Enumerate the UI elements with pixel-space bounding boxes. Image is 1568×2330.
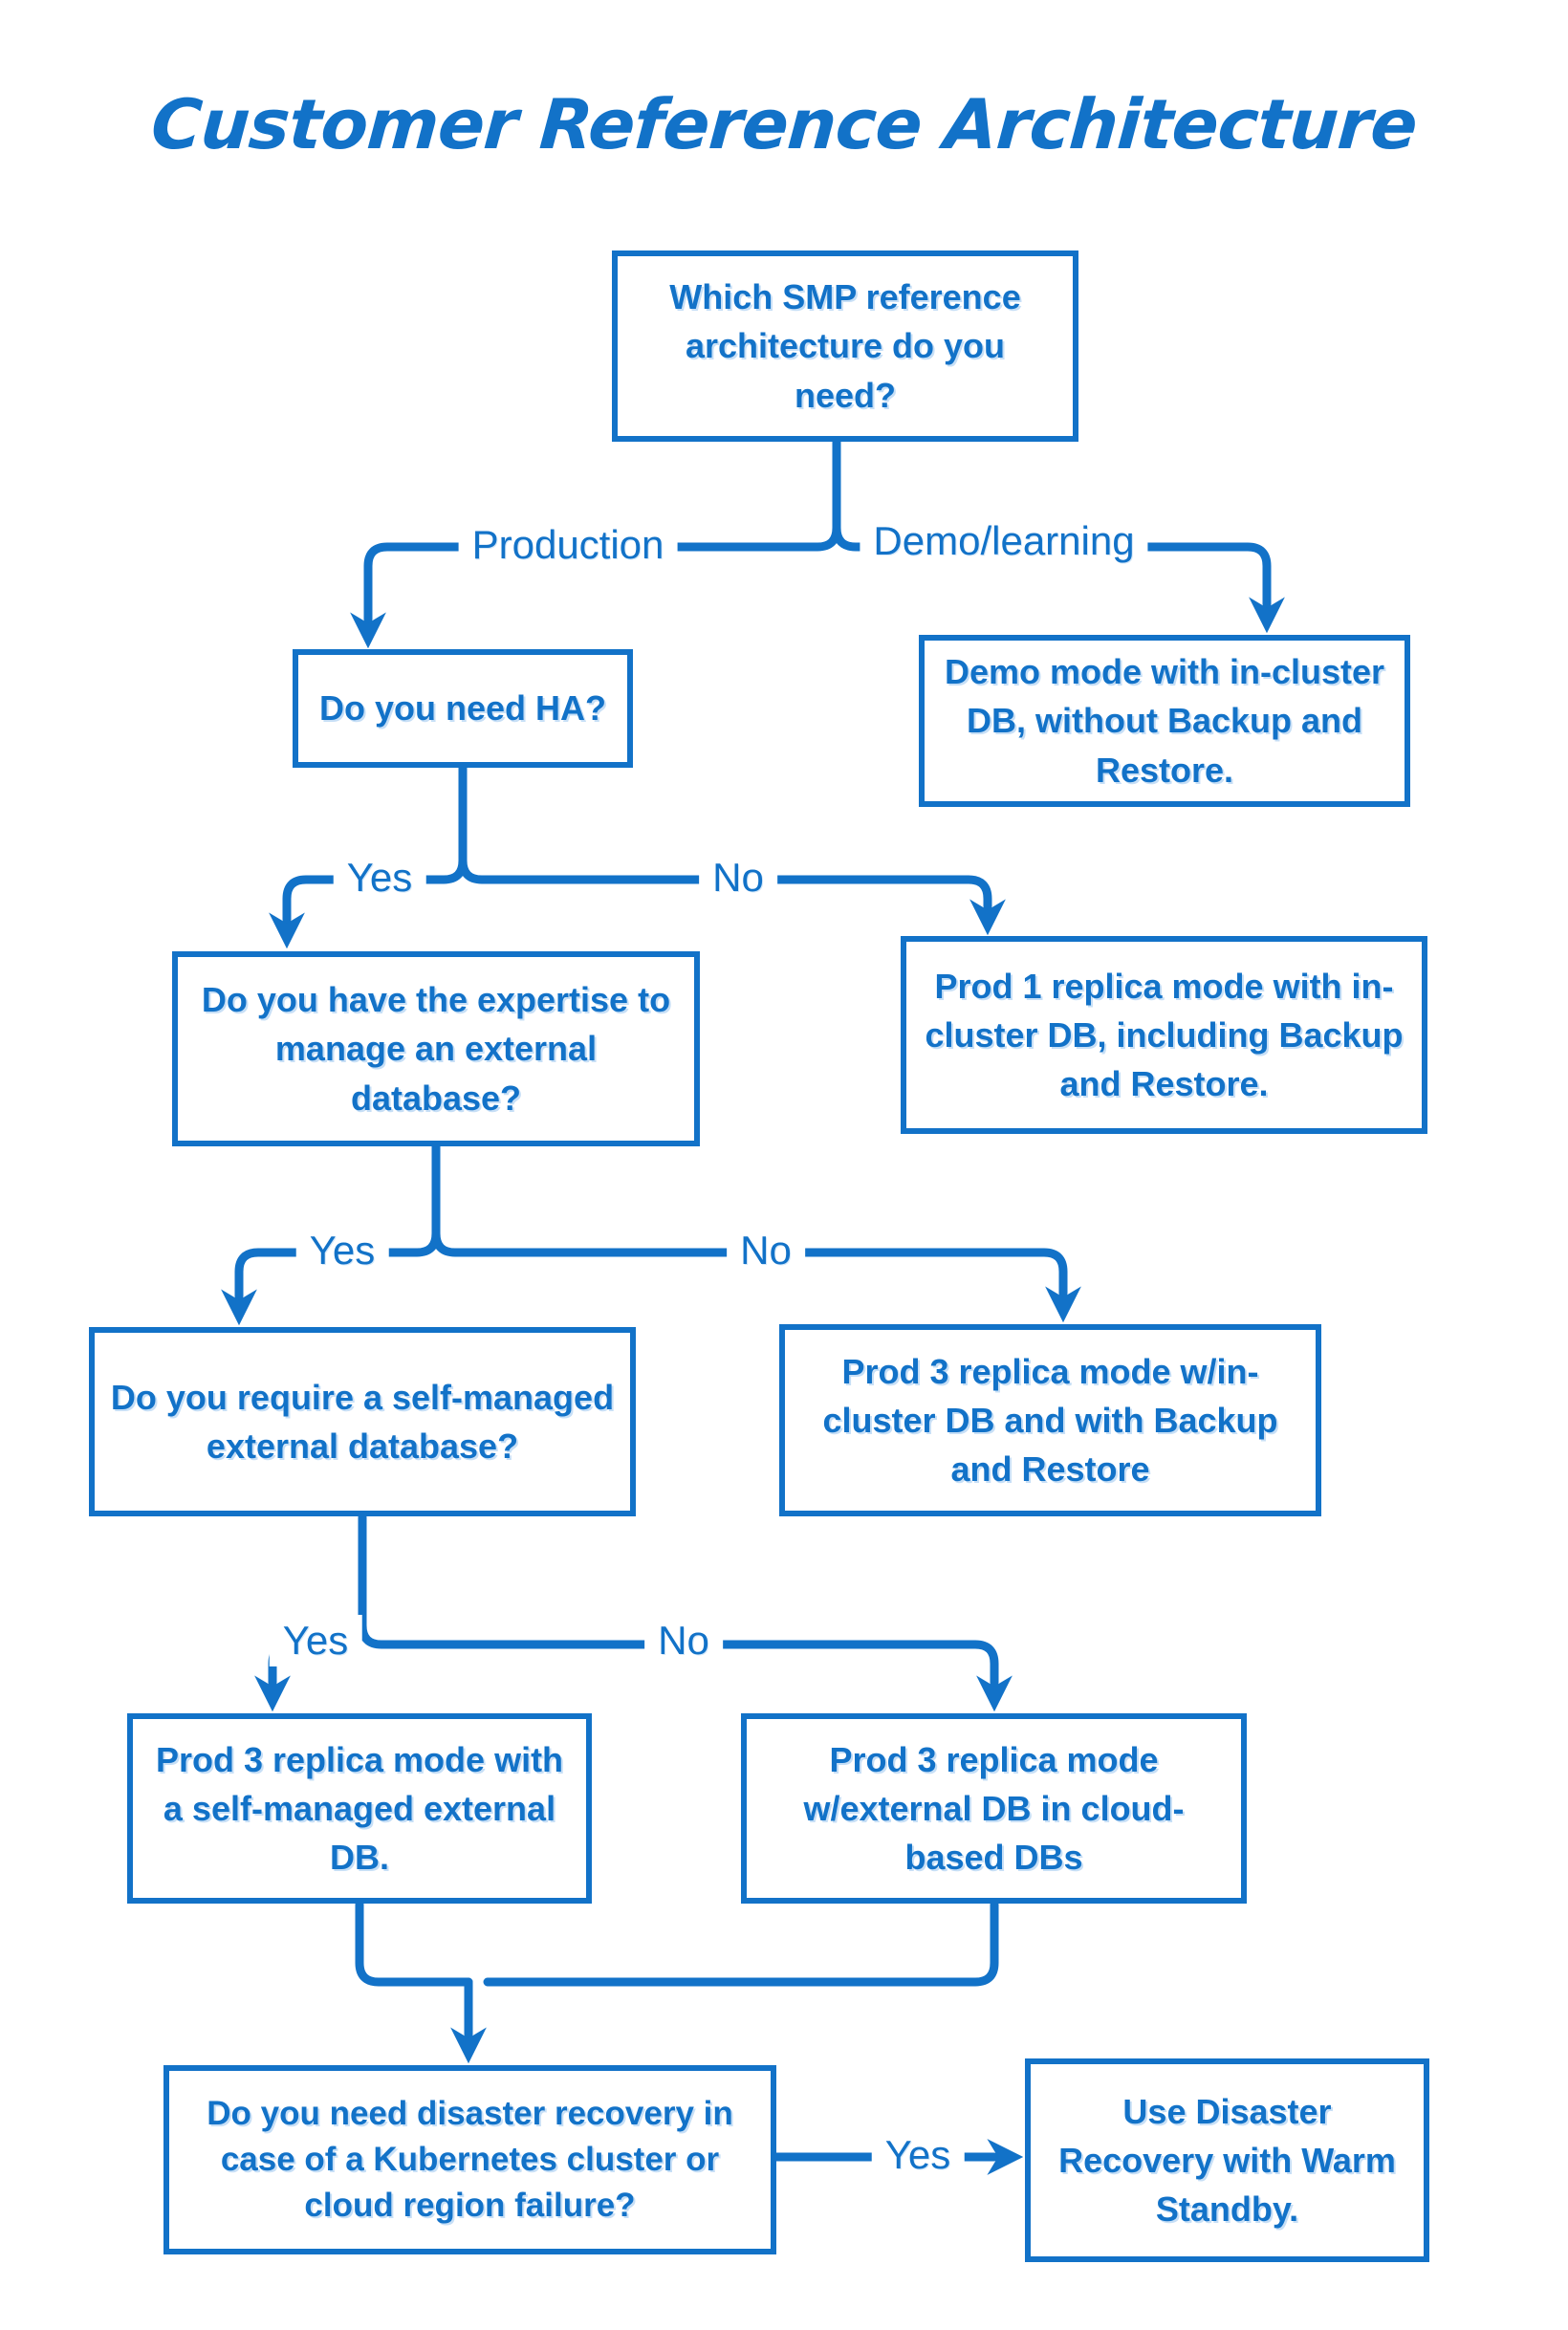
node-demo-result: Demo mode with in-cluster DB, without Ba… xyxy=(919,635,1410,807)
edge-label-production: Production xyxy=(458,519,678,571)
node-self-managed-question: Do you require a self-managed external d… xyxy=(89,1327,636,1516)
node-dr-question: Do you need disaster recovery in case of… xyxy=(163,2065,776,2254)
node-warm-standby-result: Use Disaster Recovery with Warm Standby. xyxy=(1025,2058,1429,2262)
edge-label-ha-yes: Yes xyxy=(333,852,426,904)
node-ha-question: Do you need HA? xyxy=(293,649,633,768)
edge-expertise-no xyxy=(431,1229,1081,1323)
node-root-question: Which SMP reference architecture do you … xyxy=(612,250,1078,442)
edge-label-ha-no: No xyxy=(699,852,777,904)
node-prod1-result: Prod 1 replica mode with in-cluster DB, … xyxy=(901,936,1427,1134)
edge-label-self-managed-no: No xyxy=(644,1615,723,1666)
edge-root-demo xyxy=(832,523,1285,634)
edge-ha-no xyxy=(458,856,1006,936)
node-prod3-cloud-result: Prod 3 replica mode w/external DB in clo… xyxy=(741,1713,1247,1904)
edge-label-expertise-yes: Yes xyxy=(295,1225,389,1276)
node-expertise-question: Do you have the expertise to manage an e… xyxy=(172,951,700,1146)
node-prod3-self-managed-result: Prod 3 replica mode with a self-managed … xyxy=(127,1713,592,1904)
edge-merge-right xyxy=(483,1900,999,1987)
edge-label-demo-learning: Demo/learning xyxy=(860,515,1148,567)
edge-merge-left xyxy=(355,1900,473,1987)
edge-label-self-managed-yes: Yes xyxy=(269,1615,362,1666)
edge-label-expertise-no: No xyxy=(727,1225,805,1276)
edge-label-dr-yes: Yes xyxy=(871,2129,965,2181)
edge-self-managed-no xyxy=(358,1621,1013,1712)
node-prod3-incluster-result: Prod 3 replica mode w/in-cluster DB and … xyxy=(779,1324,1321,1516)
